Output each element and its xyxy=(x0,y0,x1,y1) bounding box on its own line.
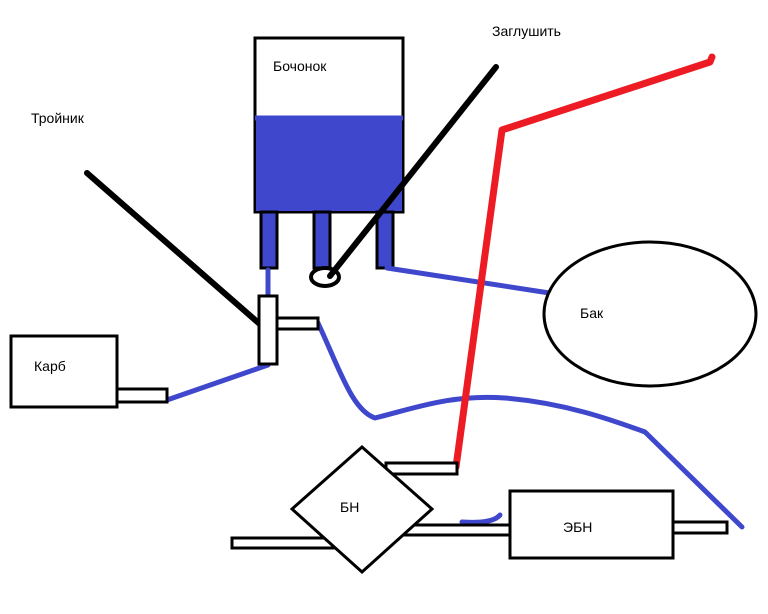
pump-top-pipe xyxy=(384,461,459,476)
tee-body xyxy=(257,294,279,366)
electric-fuel-pump: ЭБН xyxy=(508,489,729,560)
barrel-outlet-middle xyxy=(312,210,332,270)
carb-inlet-pipe xyxy=(115,387,169,404)
fuel-line-pump-to-ebn xyxy=(459,512,503,525)
barrel-fuel-fill xyxy=(256,117,402,211)
ebn-label: ЭБН xyxy=(563,519,592,535)
plug-label: Заглушить xyxy=(492,23,561,39)
pump-left-pipe xyxy=(230,536,335,550)
tee-side-branch xyxy=(275,316,320,331)
tank-body xyxy=(542,240,758,388)
fuel-pump: БН xyxy=(230,444,512,575)
tee-label: Тройник xyxy=(31,110,85,126)
fuel-lines xyxy=(164,265,745,530)
tee-pointer-line xyxy=(84,170,265,329)
red-line xyxy=(452,53,716,471)
carburetor: Карб xyxy=(9,334,169,409)
tank-label: Бак xyxy=(580,305,604,321)
fuel-line-tee-to-return xyxy=(315,320,745,530)
plug-pointer-line xyxy=(327,64,499,279)
ebn-body xyxy=(508,489,675,560)
pump-label: БН xyxy=(340,499,359,515)
barrel-outlet-right xyxy=(375,210,395,270)
carb-body xyxy=(9,334,119,409)
ebn-outlet-pipe xyxy=(671,520,729,535)
pump-right-pipe xyxy=(402,523,512,537)
tank: Бак xyxy=(542,240,758,388)
pump-body xyxy=(289,444,435,575)
barrel-outlet-left xyxy=(259,210,279,270)
carb-label: Карб xyxy=(34,358,66,374)
barrel-label: Бочонок xyxy=(273,58,327,74)
tee-fitting xyxy=(257,294,320,366)
fuel-line-tee-to-carb xyxy=(164,362,271,403)
fuel-line-barrel-to-tank xyxy=(384,265,559,297)
barrel: Бочонок xyxy=(253,36,405,288)
